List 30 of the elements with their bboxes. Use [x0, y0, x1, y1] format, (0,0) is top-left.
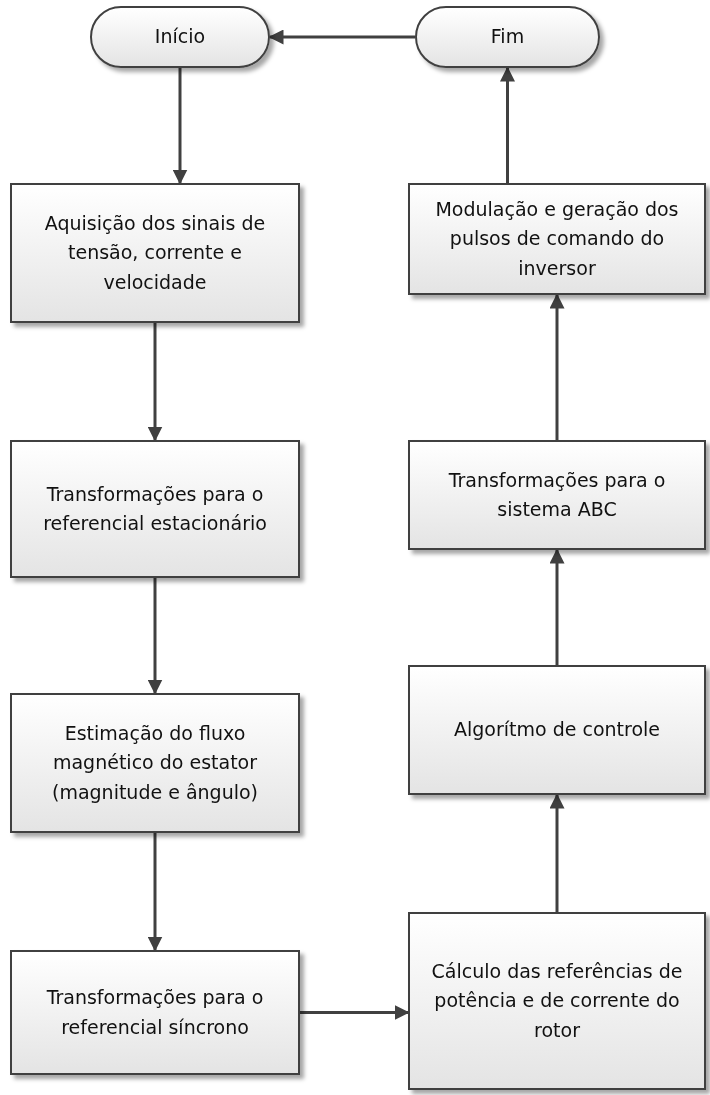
process-box [408, 665, 706, 795]
arrow [147, 323, 163, 442]
node-label: Aquisição dos sinais de tensão, corrente e velocidade [43, 210, 267, 295]
process-box [10, 440, 300, 578]
terminator-shape [90, 6, 270, 68]
node-label: Transformações para o referencial síncrono [45, 985, 265, 1040]
node-label: Fim [490, 24, 525, 50]
arrow [147, 578, 163, 695]
arrow [147, 833, 163, 952]
process-box [408, 912, 706, 1090]
node-label: Transformações para o sistema ABC [447, 467, 667, 522]
node-label: Algorítmo de controle [454, 717, 660, 743]
arrow [549, 793, 565, 912]
terminator-shape [415, 6, 600, 68]
arrow [300, 1005, 410, 1020]
process-box [10, 183, 300, 323]
arrow [172, 68, 188, 185]
node-label: Início [154, 24, 206, 50]
node-label: Transformações para o referencial estacionário [42, 481, 268, 536]
process-box [408, 183, 706, 295]
process-box [10, 950, 300, 1075]
node-label: Cálculo das referências de potência e de corrente do rotor [430, 958, 684, 1043]
arrow [549, 293, 565, 440]
process-box [10, 693, 300, 833]
arrow [549, 548, 565, 665]
arrow [500, 66, 515, 183]
process-box [408, 440, 706, 550]
arrow [268, 29, 415, 45]
node-label: Modulação e geração dos pulsos de comando do inversor [434, 196, 680, 281]
node-label: Estimação do fluxo magnético do estator (magnitude e ângulo) [50, 720, 260, 805]
